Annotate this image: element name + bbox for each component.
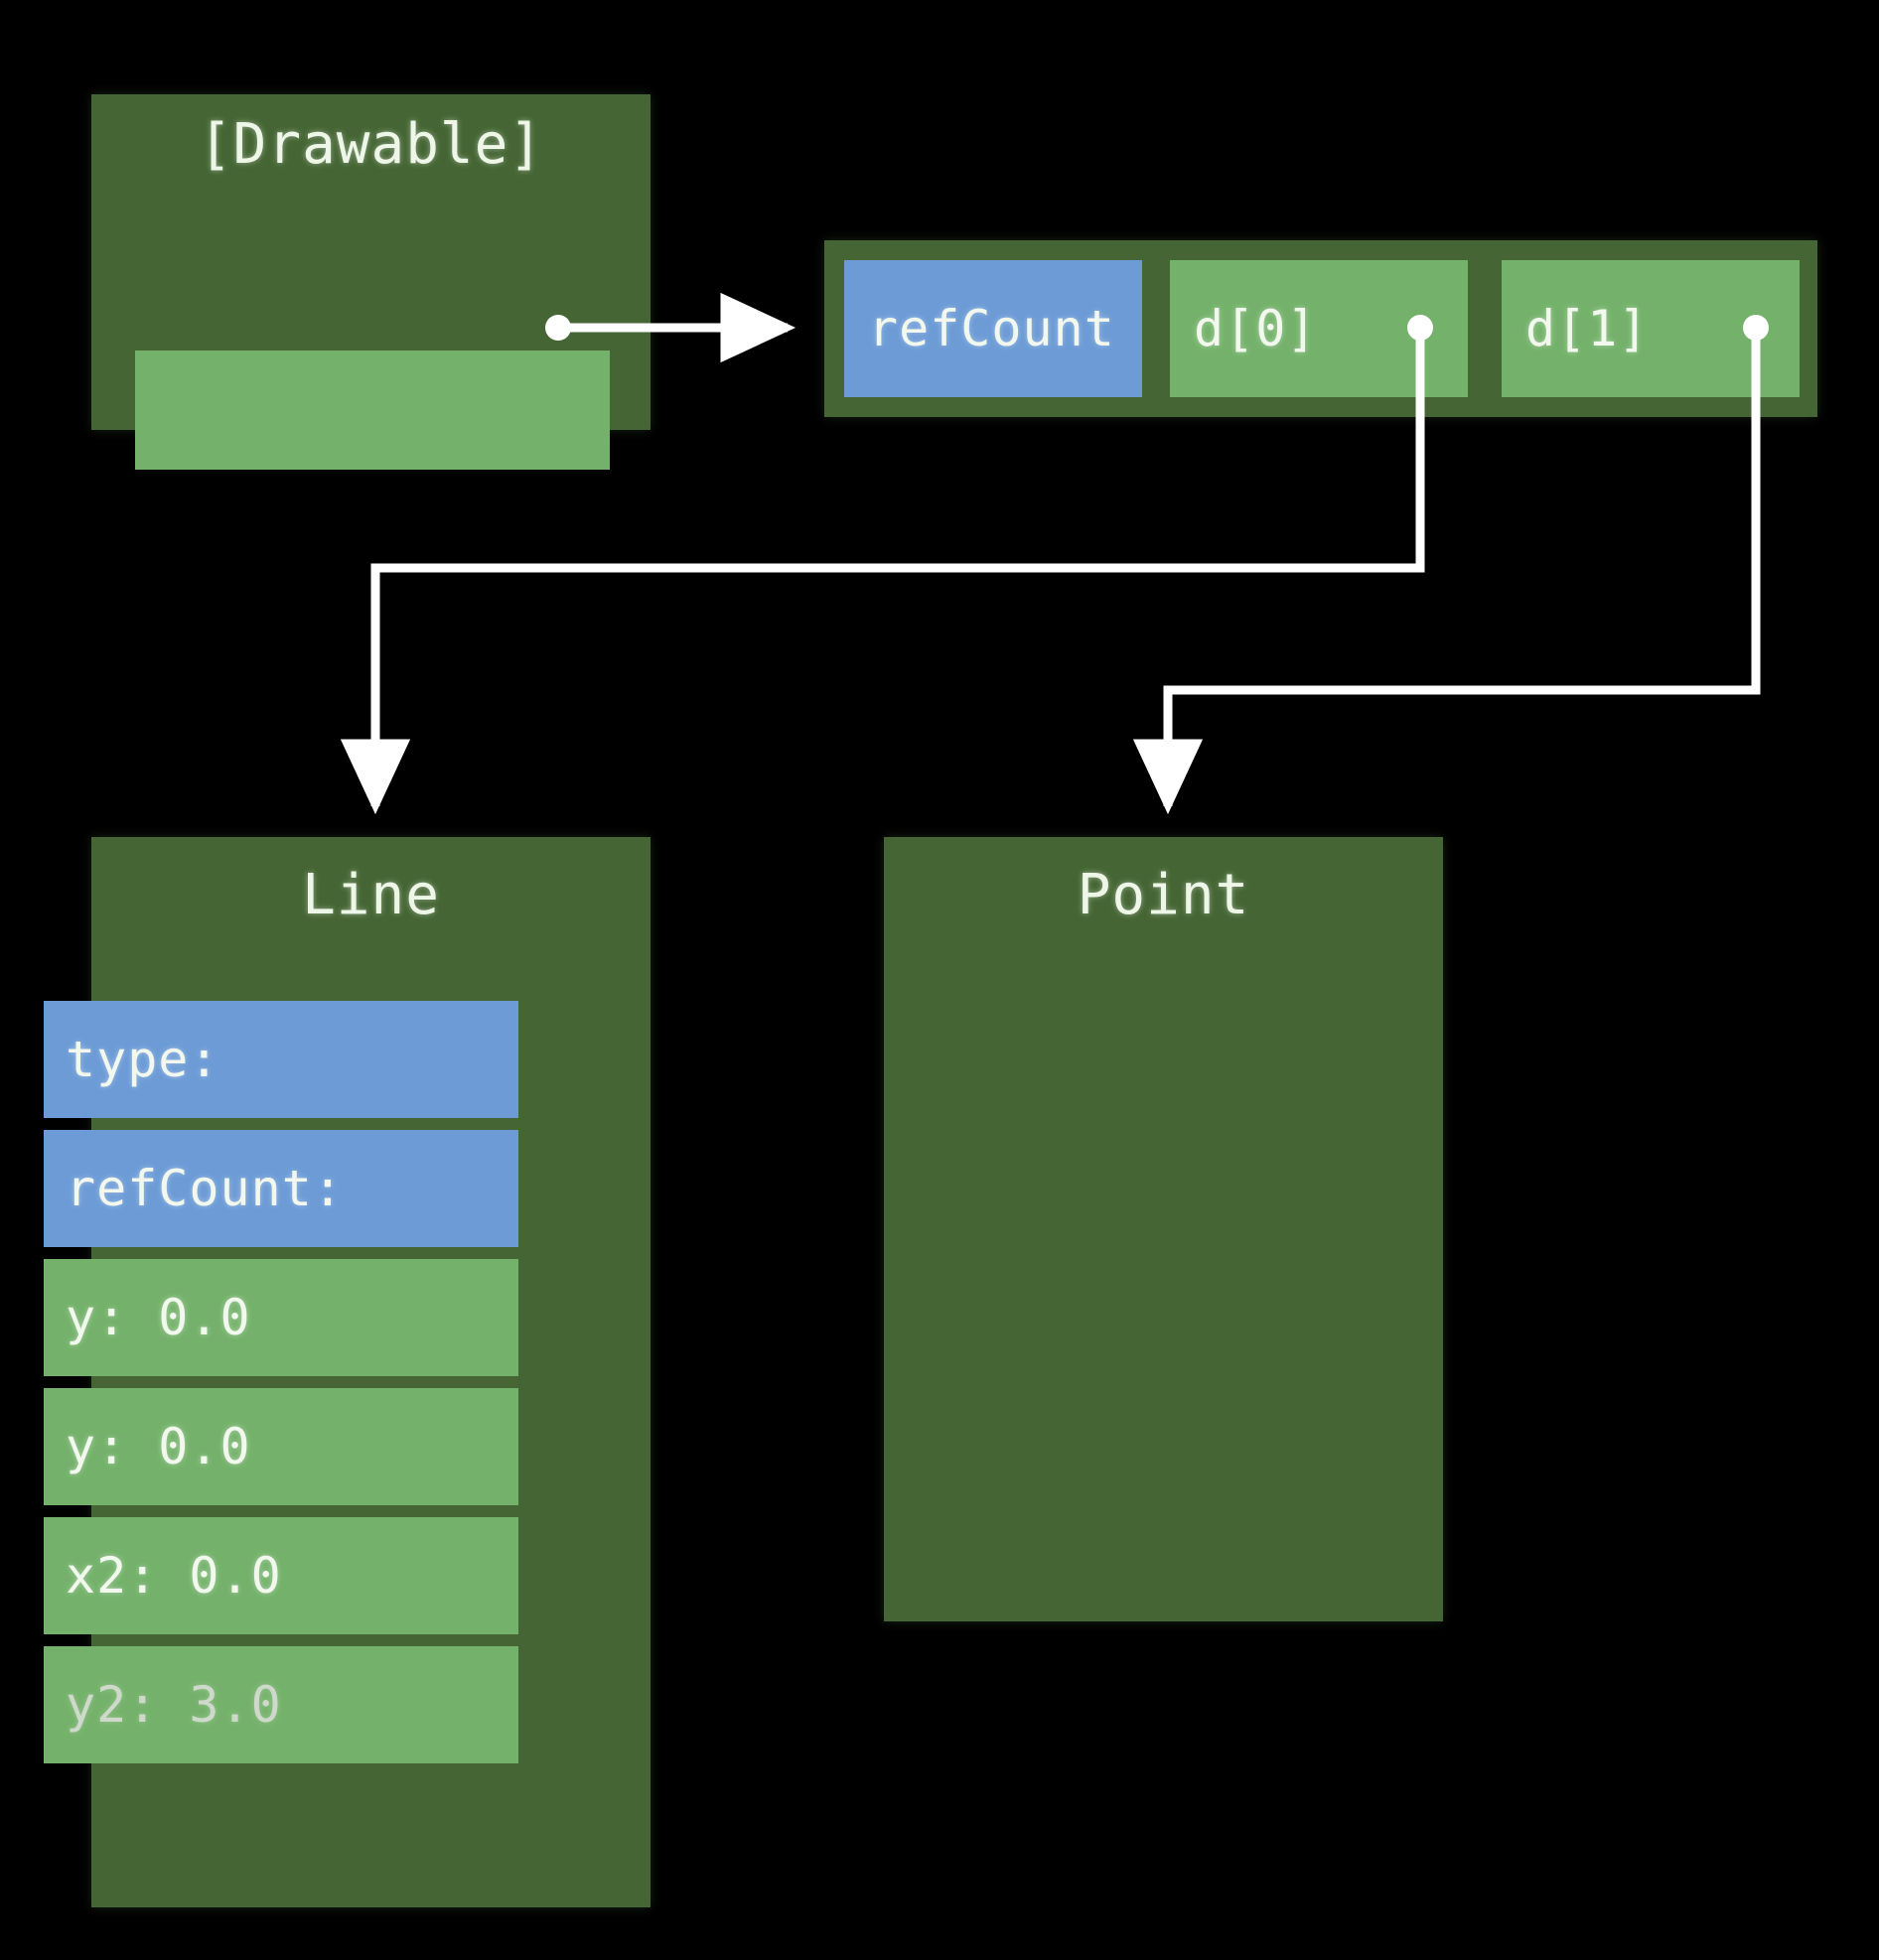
point-field-list: type: refCount: y: 0.0 y: 0.0 xyxy=(44,1001,518,1517)
line-field-x2[interactable]: x2: 0.0 xyxy=(44,1517,518,1634)
line-field-y2-label: y2: 3.0 xyxy=(66,1676,282,1734)
drawable-node[interactable]: [Drawable] xyxy=(91,94,650,470)
point-title: Point xyxy=(1077,863,1250,927)
line-field-x2-label: x2: 0.0 xyxy=(66,1547,282,1605)
array-node[interactable]: refCount d[0] d[1] xyxy=(824,240,1817,417)
line-title: Line xyxy=(302,863,440,927)
point-field-y-first-label: y: 0.0 xyxy=(66,1289,251,1346)
point-field-y-second-label: y: 0.0 xyxy=(66,1418,251,1475)
array-cell-d1[interactable]: d[1] xyxy=(1502,260,1800,397)
array-cell-refcount[interactable]: refCount xyxy=(844,260,1142,397)
point-field-y-first[interactable]: y: 0.0 xyxy=(44,1259,518,1376)
point-node[interactable]: Point xyxy=(884,837,1443,1621)
point-field-refcount-label: refCount: xyxy=(66,1160,344,1217)
drawable-pointer-slot[interactable] xyxy=(135,350,610,470)
line-field-y2[interactable]: y2: 3.0 xyxy=(44,1646,518,1763)
array-cell-d1-label: d[1] xyxy=(1525,300,1650,357)
array-cell-d0-label: d[0] xyxy=(1194,300,1318,357)
point-field-refcount[interactable]: refCount: xyxy=(44,1130,518,1247)
drawable-title: [Drawable] xyxy=(198,112,544,177)
point-field-y-second[interactable]: y: 0.0 xyxy=(44,1388,518,1505)
point-field-type[interactable]: type: xyxy=(44,1001,518,1118)
array-cell-refcount-label: refCount xyxy=(868,300,1115,357)
point-field-type-label: type: xyxy=(66,1031,220,1088)
array-cell-d0[interactable]: d[0] xyxy=(1170,260,1468,397)
